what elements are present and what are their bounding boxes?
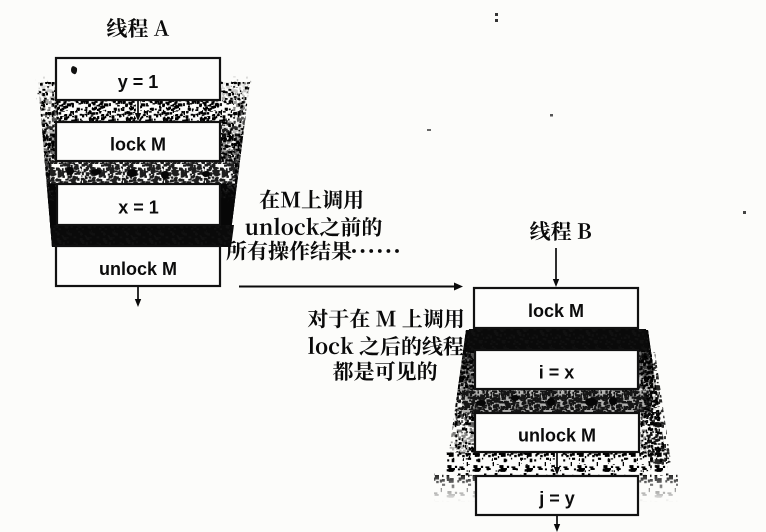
svg-text:j = y: j = y [538, 489, 575, 509]
svg-text:i = x: i = x [539, 363, 575, 383]
svg-text:unlock M: unlock M [99, 259, 177, 279]
svg-text:x = 1: x = 1 [118, 198, 159, 218]
svg-text:lock M: lock M [110, 135, 166, 155]
svg-text:unlock M: unlock M [518, 426, 596, 446]
svg-text:y = 1: y = 1 [118, 72, 159, 92]
svg-text:lock M: lock M [528, 301, 584, 321]
